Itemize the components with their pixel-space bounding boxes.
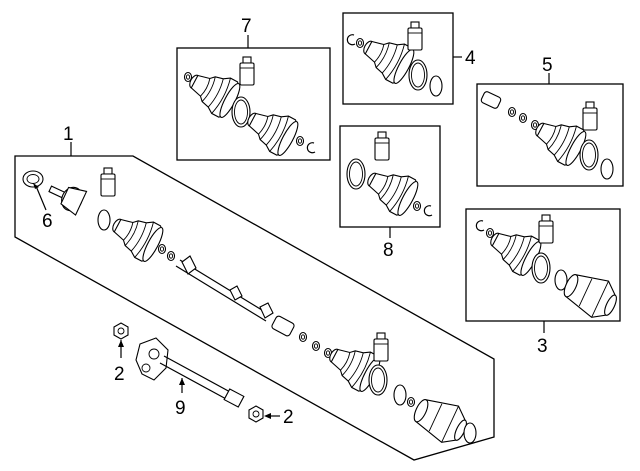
callout-2-lower: 2 [283,407,294,428]
axle-shaft [175,255,274,322]
nut-2-lower [248,405,264,423]
washer-main-4 [311,340,321,352]
callout-7: 7 [241,16,252,37]
callout-8: 8 [383,240,394,261]
kit-8 [339,125,441,228]
callout-9: 9 [175,398,186,419]
oring-main-1 [97,209,111,231]
main-axle-assembly [14,155,495,461]
oring-main-3 [463,422,477,444]
callout-1: 1 [63,124,74,145]
washer-main-6 [406,396,416,408]
callout-5: 5 [542,55,553,76]
ring-main-1 [368,364,388,396]
intermediate-shaft-9 [135,337,245,408]
nut-2-upper [113,322,129,340]
callout-4: 4 [465,48,476,69]
washer-main-2 [166,250,176,262]
damper [271,315,295,337]
kit-4 [342,12,454,105]
kit-7 [176,47,331,161]
oring-main-2 [393,384,407,406]
seal-6 [22,170,44,188]
kit-3 [465,208,624,325]
callout-6: 6 [42,211,53,232]
callout-2-upper: 2 [114,364,125,385]
kit-5 [476,83,624,187]
washer-main-3 [298,331,308,343]
outer-joint [48,185,88,216]
callout-3: 3 [537,336,548,357]
washer-main-1 [157,243,167,255]
